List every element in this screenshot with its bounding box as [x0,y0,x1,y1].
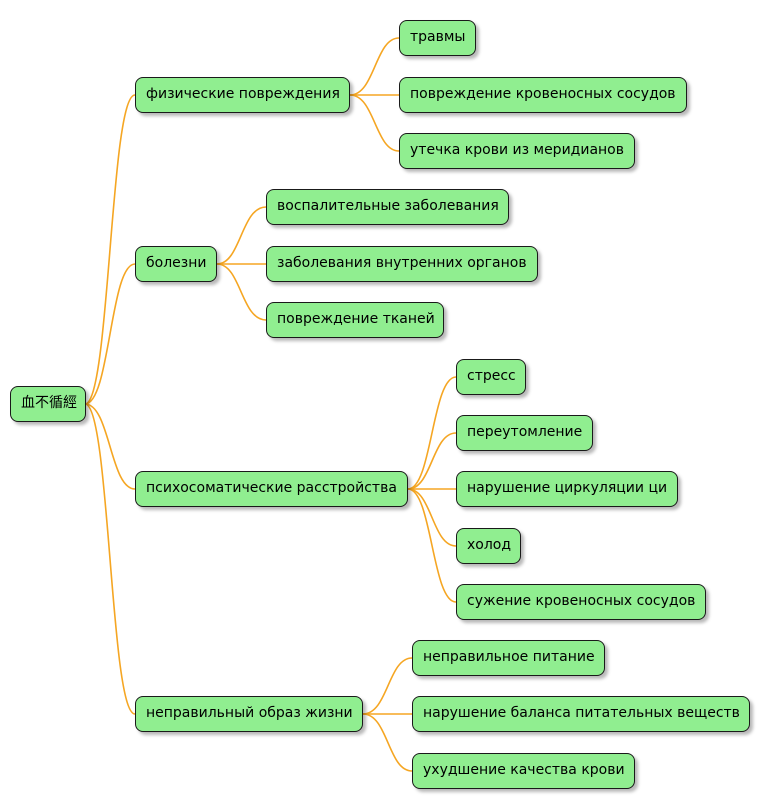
leaf-node[interactable]: ухудшение качества крови [412,753,635,789]
leaf-node[interactable]: утечка крови из меридианов [399,133,635,169]
edge-physical-to-child [349,94,400,152]
leaf-node[interactable]: нарушение циркуляции ци [456,471,678,507]
leaf-node[interactable]: повреждение кровеносных сосудов [399,77,687,113]
edge-diseases-to-child [216,206,267,265]
branch-unhealthy-lifestyle[interactable]: неправильный образ жизни [135,696,363,732]
edge-physical-to-child [349,37,400,96]
edge-root-to-psychosomatic [84,403,136,490]
edge-root-to-lifestyle [84,403,136,715]
branch-psychosomatic-disorders[interactable]: психосоматические расстройства [135,471,408,507]
leaf-node[interactable]: сужение кровеносных сосудов [456,584,706,620]
edge-lifestyle-to-child [362,713,413,772]
leaf-node[interactable]: нарушение баланса питательных веществ [412,696,750,732]
leaf-node[interactable]: травмы [399,20,476,56]
edge-lifestyle-to-child [362,657,413,715]
root-node[interactable]: 血不循經 [10,386,86,422]
leaf-node[interactable]: неправильное питание [412,640,605,676]
edge-diseases-to-child [216,263,267,321]
edge-root-to-diseases [84,263,136,405]
leaf-node[interactable]: заболевания внутренних органов [266,246,538,282]
leaf-node[interactable]: повреждение тканей [266,302,444,338]
edge-psychosomatic-to-child [407,488,457,603]
branch-diseases[interactable]: болезни [135,246,217,282]
edge-psychosomatic-to-child [407,376,457,490]
edge-root-to-physical [84,94,136,405]
edge-psychosomatic-to-child [407,432,457,490]
leaf-node[interactable]: холод [456,528,521,564]
branch-physical-injuries[interactable]: физические повреждения [135,77,350,113]
leaf-node[interactable]: воспалительные заболевания [266,189,509,225]
leaf-node[interactable]: стресс [456,359,526,395]
leaf-node[interactable]: переутомление [456,415,593,451]
edge-psychosomatic-to-child [407,488,457,547]
